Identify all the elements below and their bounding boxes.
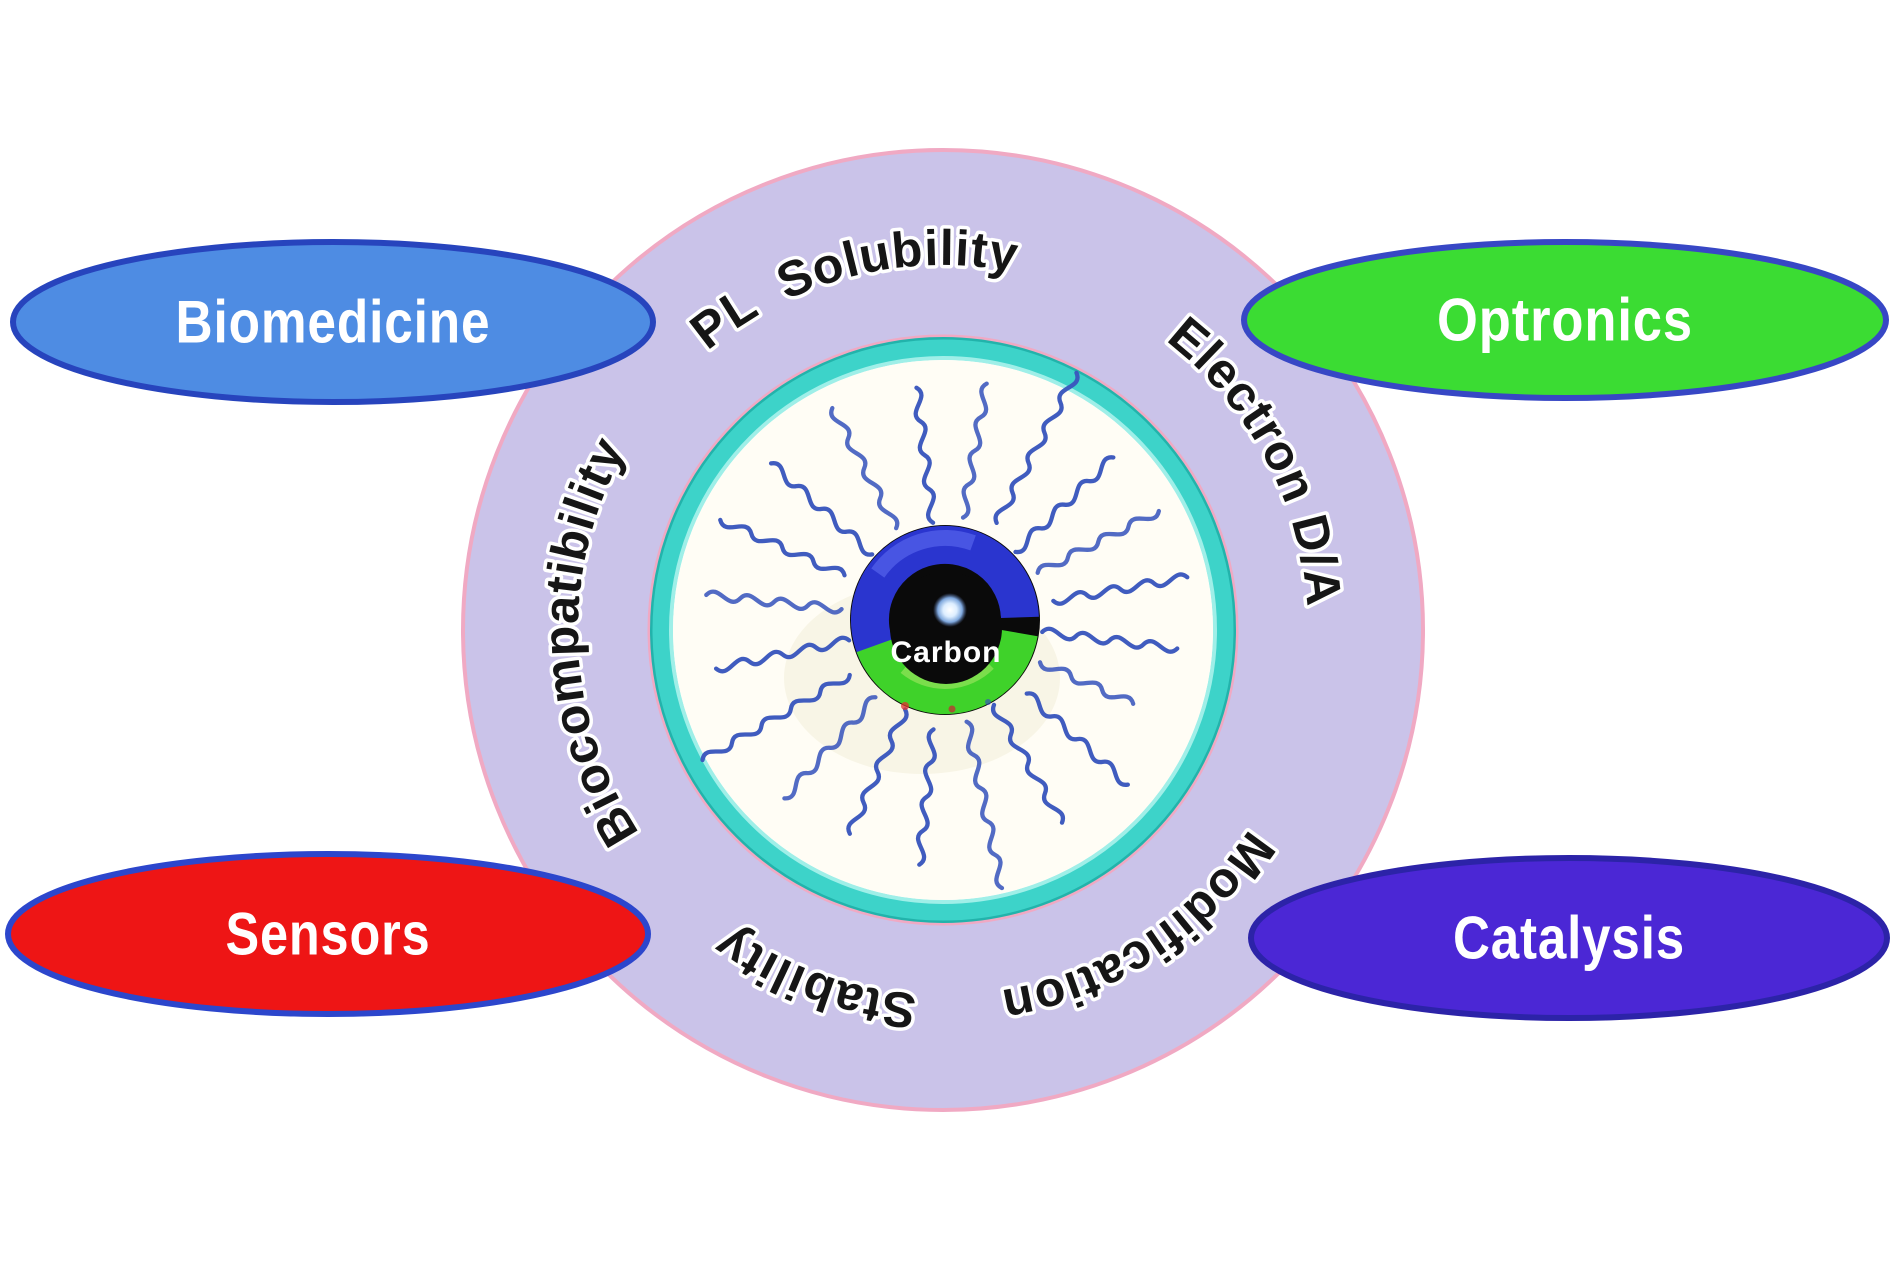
- app-ellipse-sensors: [5, 851, 651, 1017]
- polymer-chain: [1013, 455, 1116, 555]
- polymer-chain: [993, 370, 1080, 526]
- polymer-chain: [1024, 691, 1130, 787]
- app-ellipse-optronics: [1241, 239, 1889, 401]
- app-label-sensors: Sensors: [226, 901, 431, 968]
- polymer-chain: [1035, 508, 1161, 575]
- teal-ring: [652, 339, 1234, 921]
- speck-red-2: [948, 705, 956, 713]
- carbon-core-sphere: Carbon: [850, 525, 1040, 715]
- polymer-chain: [782, 695, 878, 801]
- polymer-chain: [913, 385, 936, 525]
- sphere-core: [890, 572, 1002, 684]
- polymer-chain: [964, 719, 1005, 891]
- app-label-biomedicine: Biomedicine: [176, 289, 491, 356]
- polymer-chain: [718, 517, 847, 578]
- polymer-chain: [704, 589, 844, 615]
- polymer-chain: [960, 381, 989, 520]
- polymer-chain: [700, 672, 852, 763]
- application-ellipses: Biomedicine Optronics Sensors Catalysis: [5, 239, 1890, 1021]
- speck-blue-1: [985, 699, 991, 705]
- polymer-chain: [990, 702, 1066, 825]
- polymer-chain: [1037, 660, 1136, 706]
- app-ellipse-biomedicine: [10, 239, 656, 405]
- teal-ring-outer-edge: [650, 337, 1236, 923]
- polymer-chain: [829, 405, 900, 531]
- sphere-gloss-dot: [933, 593, 967, 627]
- polymer-chains: [700, 370, 1190, 891]
- teal-ring-inner-edge: [669, 356, 1217, 904]
- polymer-chain: [713, 635, 852, 674]
- polymer-chain: [915, 727, 937, 867]
- speck-red-1: [901, 702, 909, 710]
- polymer-chain: [768, 461, 875, 557]
- sphere-blue-highlight: [871, 529, 976, 578]
- polymer-chain: [1040, 626, 1180, 654]
- polymer-chain: [846, 707, 909, 836]
- sphere-green-band: [856, 629, 1038, 715]
- carbon-core-label: Carbon: [891, 636, 1002, 669]
- app-label-optronics: Optronics: [1437, 287, 1693, 354]
- app-label-catalysis: Catalysis: [1453, 905, 1685, 972]
- polymer-chain: [1051, 572, 1190, 606]
- app-ellipse-catalysis: [1248, 855, 1890, 1021]
